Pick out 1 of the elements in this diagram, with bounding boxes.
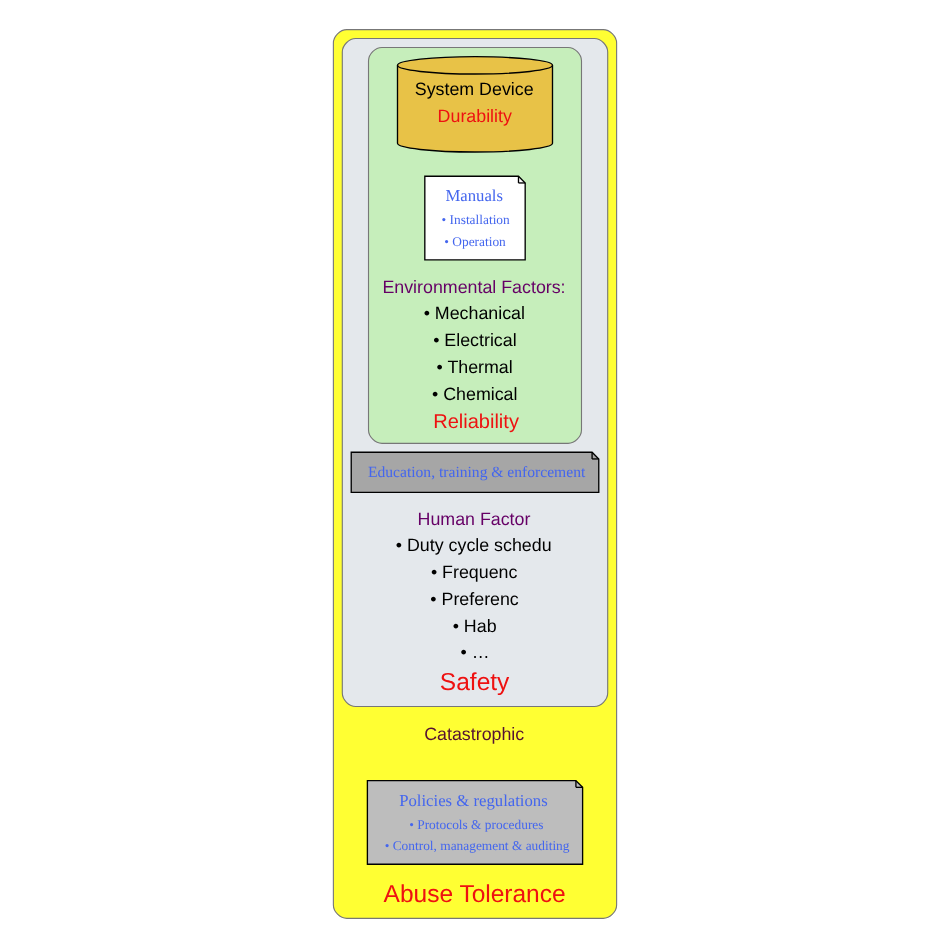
label: Catastrophic: [423, 723, 524, 744]
